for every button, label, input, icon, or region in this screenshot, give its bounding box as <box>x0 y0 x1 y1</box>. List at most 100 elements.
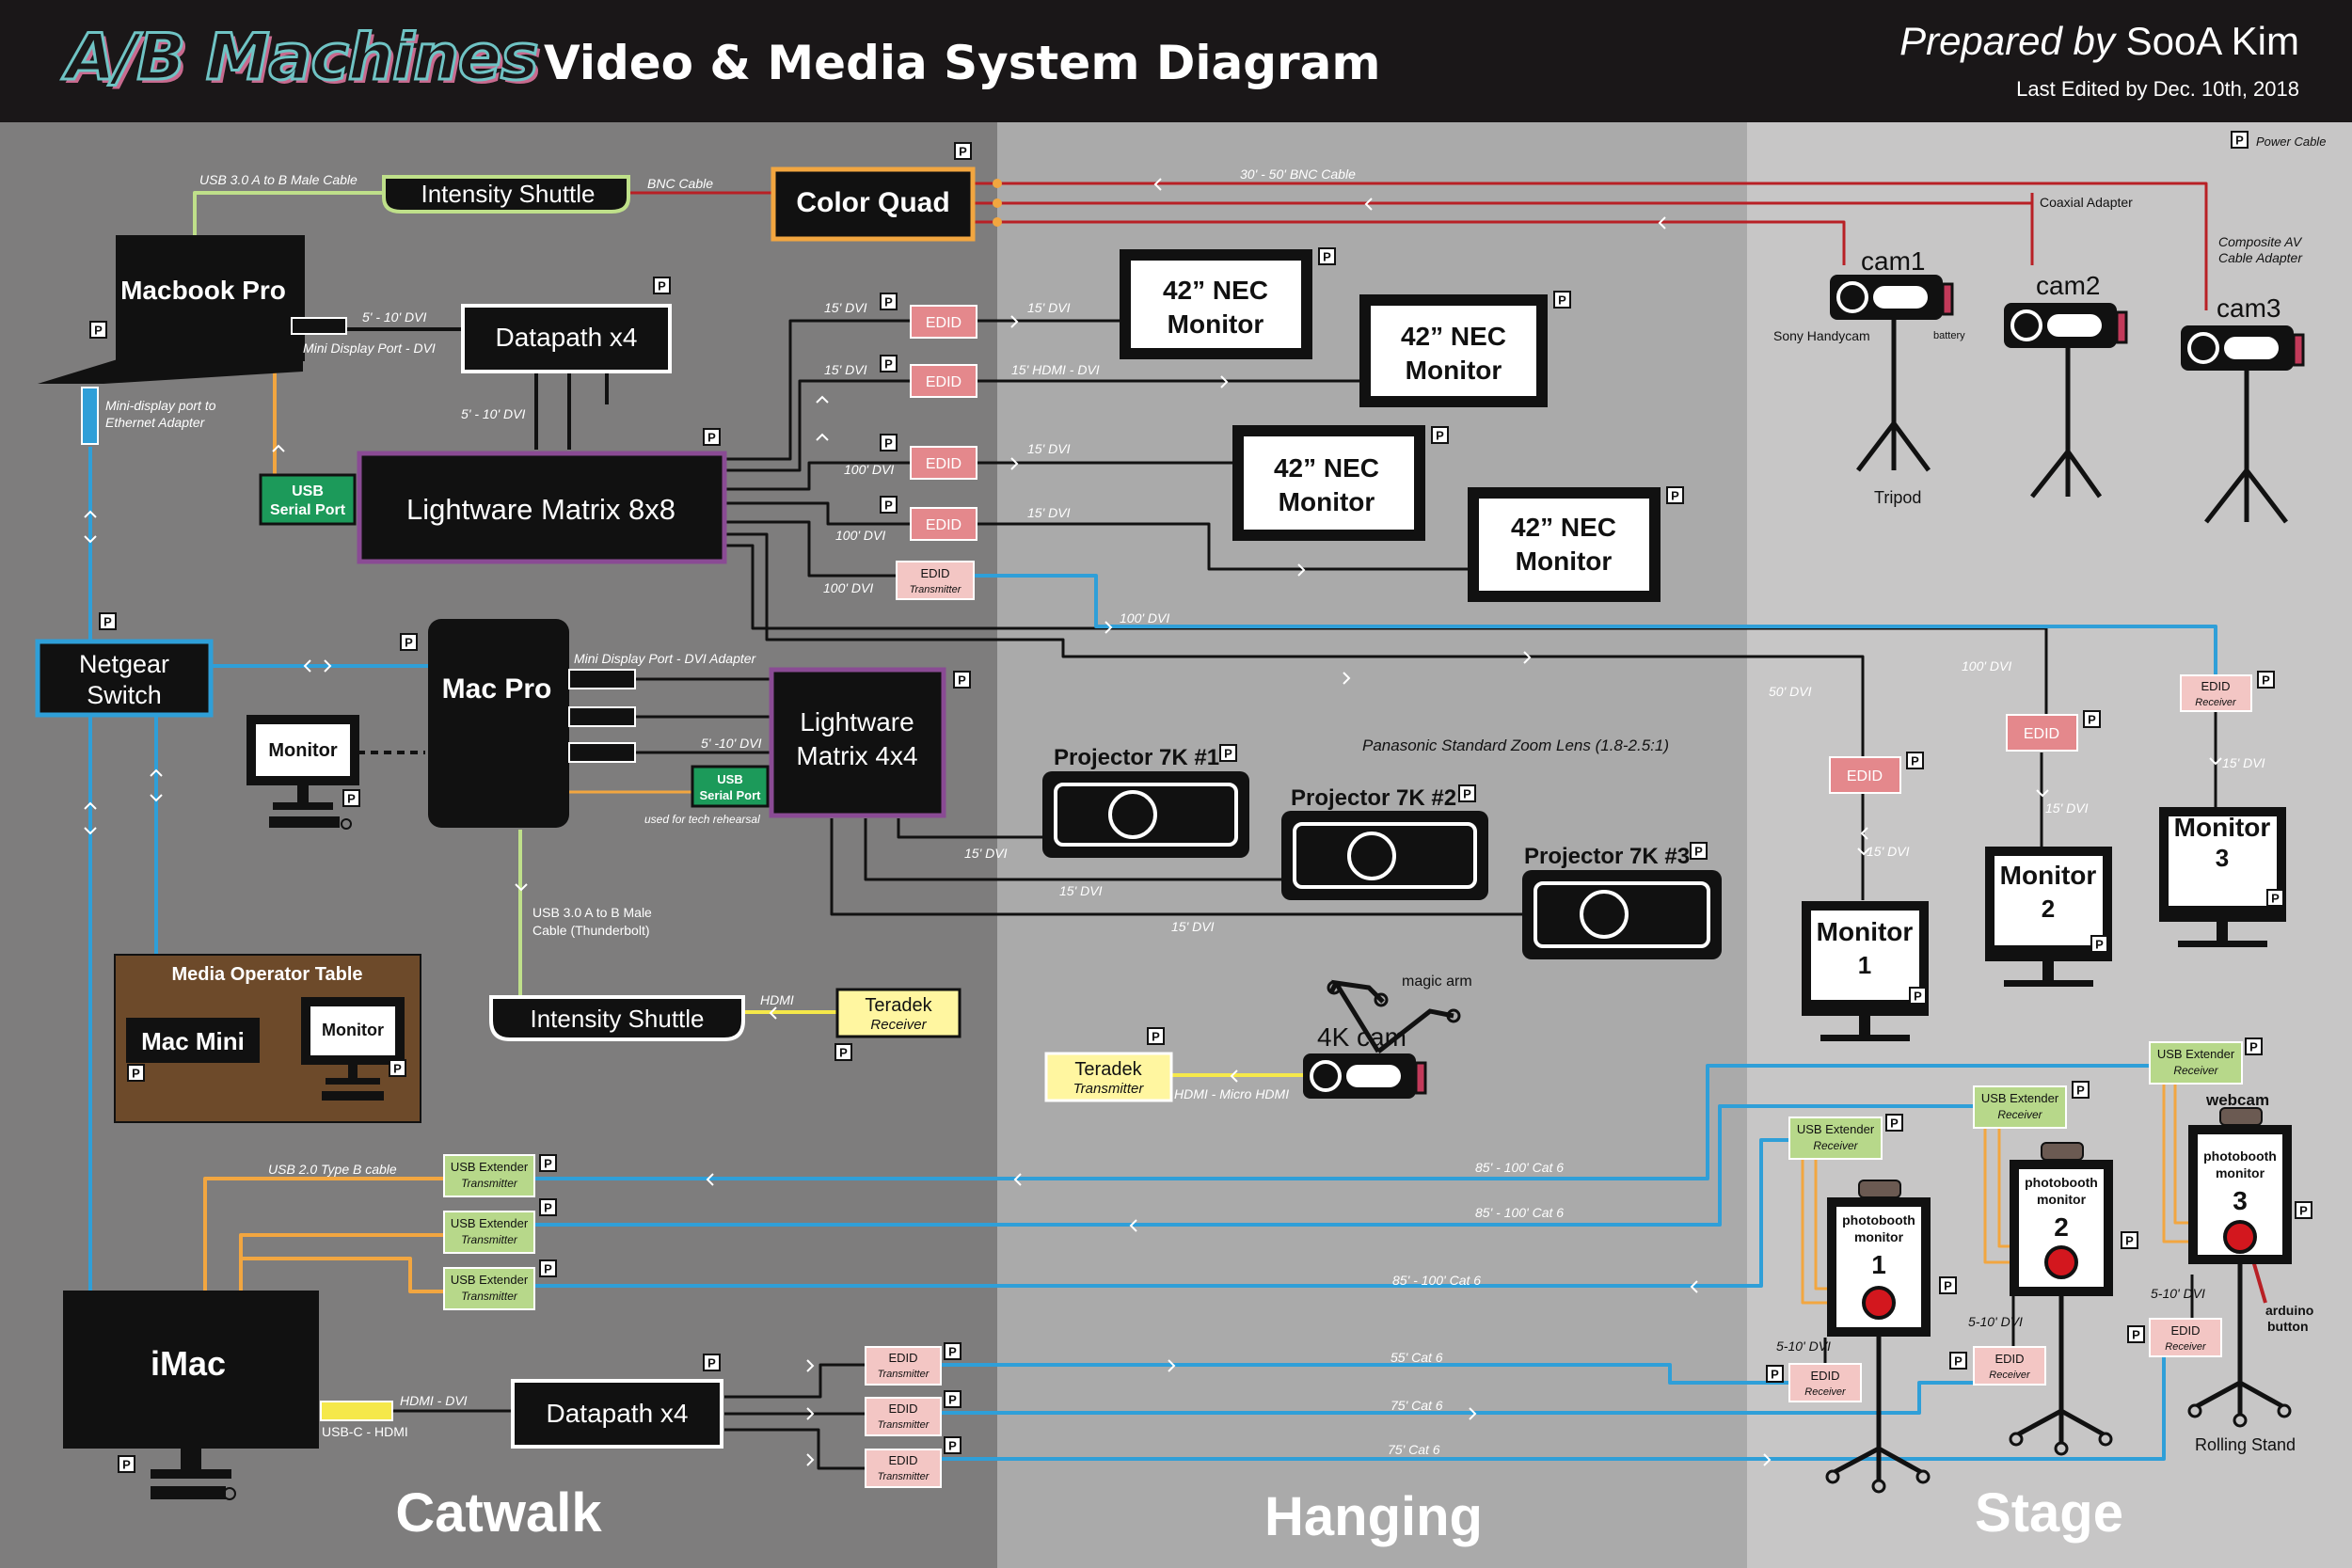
projector-3[interactable]: Projector 7K #3 <box>1522 844 1722 959</box>
edid-1-label: EDID <box>926 315 961 331</box>
cam2-label: cam2 <box>2036 271 2100 300</box>
netgear-switch[interactable]: Netgear Switch <box>35 639 214 718</box>
usb-rx2-l1: USB Extender <box>1981 1091 2059 1105</box>
macbook-pro[interactable]: Macbook Pro <box>38 235 305 384</box>
usb-extender-transmitter-1[interactable]: USB Extender Transmitter <box>443 1154 535 1197</box>
media-monitor[interactable]: Monitor <box>301 997 405 1101</box>
edid-transmitter-b3[interactable]: EDID Transmitter <box>865 1449 942 1488</box>
netgear-label-2: Switch <box>87 681 162 709</box>
pb2-l1: photobooth <box>2025 1175 2098 1190</box>
edid-transmitter-b2[interactable]: EDID Transmitter <box>865 1397 942 1436</box>
lbl-dvi100-c: 100' DVI <box>823 580 873 595</box>
teradek-transmitter[interactable]: Teradek Transmitter <box>1044 1052 1173 1102</box>
cable-lw-mon2 <box>724 544 2048 715</box>
pb1-num: 1 <box>1871 1250 1886 1279</box>
intensity-shuttle-top[interactable]: Intensity Shuttle <box>382 175 630 214</box>
lbl-dvi-5-10b: 5' - 10' DVI <box>461 406 525 421</box>
teradek-receiver[interactable]: Teradek Receiver <box>835 988 961 1038</box>
usb-serial-label-2: Serial Port <box>270 502 346 518</box>
lightware8-label: Lightware Matrix 8x8 <box>406 493 675 526</box>
lbl-dvi15-k: 15' DVI <box>2222 755 2265 770</box>
lbl-usb3-tb-2: Cable (Thunderbolt) <box>532 923 650 938</box>
nec4-l2: Monitor <box>1516 546 1613 576</box>
media-table-label: Media Operator Table <box>171 964 362 985</box>
edid-receiver-pb3[interactable]: EDID Receiver <box>2149 1318 2222 1357</box>
stage-monitor-2[interactable]: Monitor 2 <box>1985 847 2112 987</box>
usb-serial-label-1: USB <box>292 483 324 499</box>
cable-cat6-75a <box>941 1381 1974 1415</box>
usb-tx2-label-1: USB Extender <box>451 1216 529 1230</box>
cam2[interactable] <box>2002 301 2128 499</box>
cam3[interactable] <box>2179 324 2305 524</box>
edid-receiver-pb2[interactable]: EDID Receiver <box>1973 1346 2046 1386</box>
lbl-minidp-dvi-adapter: Mini Display Port - DVI Adapter <box>574 651 757 666</box>
cable-blue-100dvi <box>936 574 2217 675</box>
edid-rx-pb1-l1: EDID <box>1810 1369 1839 1383</box>
edid-4[interactable]: EDID <box>910 507 977 541</box>
color-quad[interactable]: Color Quad <box>771 166 976 242</box>
lightware-matrix-8x8[interactable]: Lightware Matrix 8x8 <box>357 451 727 564</box>
edid-1[interactable]: EDID <box>910 305 977 339</box>
usb-extender-receiver-1[interactable]: USB Extender Receiver <box>1788 1117 1883 1160</box>
monitor-small[interactable]: Monitor <box>246 715 359 830</box>
datapath-bottom[interactable]: Datapath x4 <box>511 1379 723 1449</box>
mac-pro[interactable]: Mac Pro <box>428 619 569 828</box>
imac[interactable]: iMac <box>63 1291 319 1500</box>
pb3-num: 3 <box>2233 1186 2248 1215</box>
lbl-minidp-dvi: Mini Display Port - DVI <box>303 341 436 356</box>
edid-2[interactable]: EDID <box>910 364 977 398</box>
cable-lw4-proj1 <box>897 818 1042 839</box>
lbl-cat6-85-a: 85' - 100' Cat 6 <box>1475 1160 1564 1175</box>
usb-rx3-l1: USB Extender <box>2157 1047 2235 1061</box>
nec2-l1: 42” NEC <box>1401 322 1506 351</box>
usb-extender-transmitter-3[interactable]: USB Extender Transmitter <box>443 1267 535 1310</box>
photobooth-monitor-1[interactable]: photobooth monitor 1 <box>1825 1180 1931 1494</box>
photobooth-monitor-3[interactable]: photobooth monitor 3 <box>2187 1107 2292 1428</box>
nec-monitor-4[interactable]: 42” NEC Monitor <box>1468 487 1661 602</box>
edid-receiver-pb1[interactable]: EDID Receiver <box>1788 1363 1862 1402</box>
netgear-label-1: Netgear <box>79 650 169 678</box>
pb1-l2: monitor <box>1854 1229 1904 1244</box>
projector-1[interactable]: Projector 7K #1 <box>1042 745 1249 858</box>
stage-monitor-1[interactable]: Monitor 1 <box>1802 901 1929 1041</box>
teradek-rx-label-2: Receiver <box>870 1017 927 1033</box>
usb-serial-port[interactable]: USB Serial Port <box>259 473 357 526</box>
nec-monitor-1[interactable]: 42” NEC Monitor <box>1120 249 1312 359</box>
datapath-top[interactable]: Datapath x4 <box>461 304 672 373</box>
cable-orange-pb3b <box>2173 1084 2192 1225</box>
zone-label-catwalk: Catwalk <box>395 1482 602 1544</box>
edid-transmitter-top[interactable]: EDID Transmitter <box>896 561 975 600</box>
intensity-shuttle-bottom[interactable]: Intensity Shuttle <box>489 995 745 1041</box>
lbl-usbc-hdmi: USB-C - HDMI <box>322 1424 408 1439</box>
nec4-l1: 42” NEC <box>1511 513 1616 542</box>
usb-extender-receiver-2[interactable]: USB Extender Receiver <box>1973 1085 2067 1129</box>
edid-receiver-mon3[interactable]: EDID Receiver <box>2180 674 2252 712</box>
lbl-usb3-tb-1: USB 3.0 A to B Male <box>532 905 652 920</box>
edid-tx-b2-l1: EDID <box>888 1402 917 1416</box>
lightware-matrix-4x4[interactable]: Lightware Matrix 4x4 <box>769 667 946 818</box>
usb-extender-transmitter-2[interactable]: USB Extender Transmitter <box>443 1211 535 1254</box>
photobooth-monitor-2[interactable]: photobooth monitor 2 <box>2009 1142 2113 1456</box>
cam1[interactable] <box>1828 273 1954 472</box>
cable-usb2-2 <box>239 1233 444 1291</box>
projector-3-label: Projector 7K #3 <box>1524 844 1690 869</box>
webcam-label: webcam <box>2205 1091 2269 1109</box>
stage-monitor-3[interactable]: Monitor 3 <box>2159 807 2286 947</box>
edid-transmitter-b1[interactable]: EDID Transmitter <box>865 1346 942 1386</box>
nec-monitor-3[interactable]: 42” NEC Monitor <box>1232 425 1425 541</box>
rolling-stand-label: Rolling Stand <box>2195 1435 2296 1454</box>
nec-monitor-2[interactable]: 42” NEC Monitor <box>1359 294 1548 407</box>
projector-2[interactable]: Projector 7K #2 <box>1281 785 1488 900</box>
lbl-tech-rehearsal: used for tech rehearsal <box>644 813 760 826</box>
mac-mini[interactable]: Mac Mini <box>126 1018 260 1063</box>
cable-lw-mon1 <box>724 532 1865 781</box>
usb-extender-receiver-3[interactable]: USB Extender Receiver <box>2149 1041 2243 1085</box>
stage-mon1-l1: Monitor <box>1817 917 1914 946</box>
edid-mon2[interactable]: EDID <box>2006 714 2078 752</box>
pb2-num: 2 <box>2054 1212 2069 1242</box>
edid-mon1[interactable]: EDID <box>1829 756 1901 794</box>
usb-serial-port-2[interactable]: USB Serial Port <box>691 765 770 808</box>
camera-4k[interactable] <box>1301 1052 1427 1101</box>
edid-3[interactable]: EDID <box>910 446 977 480</box>
projector-2-label: Projector 7K #2 <box>1291 785 1456 811</box>
